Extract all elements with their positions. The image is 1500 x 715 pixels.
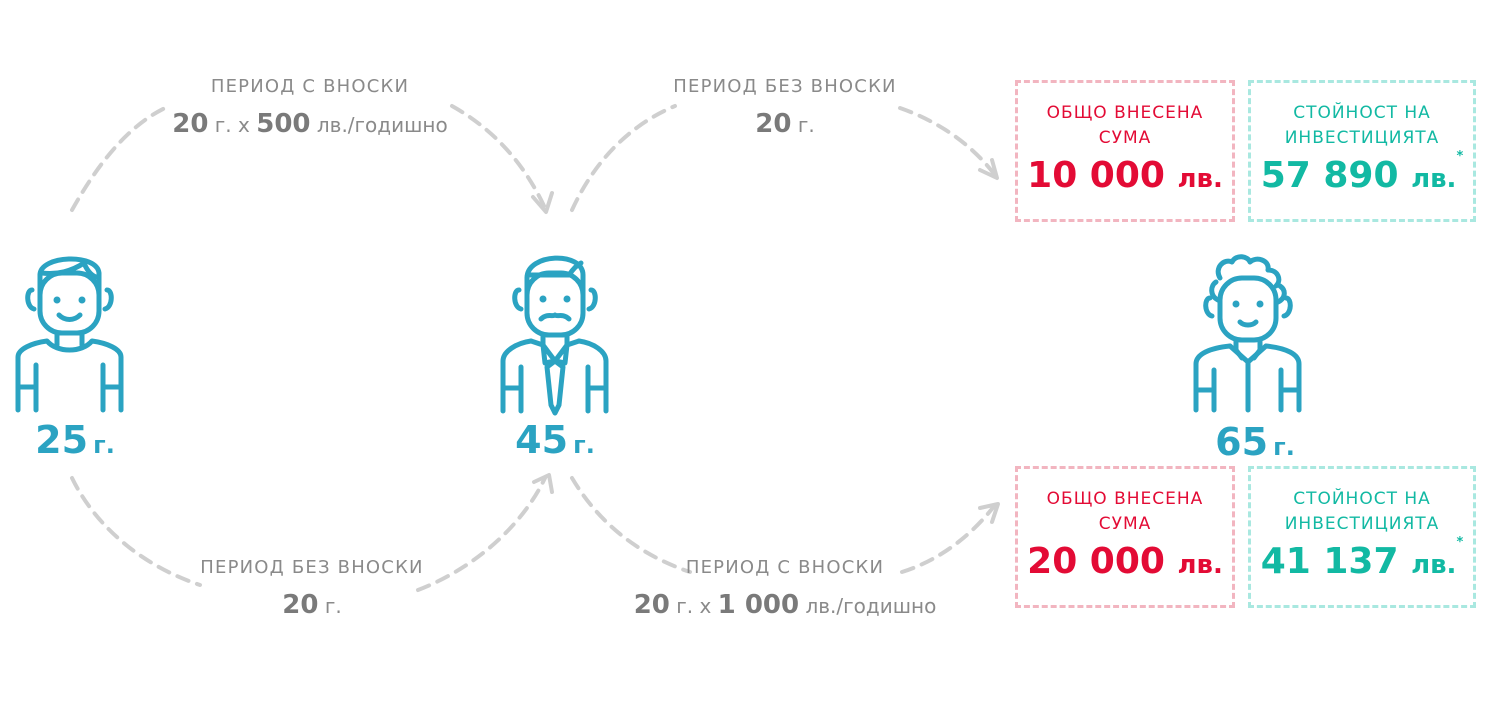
age-label-65: 65 г. (1185, 420, 1325, 464)
result-amount: 57 890 (1260, 155, 1399, 196)
result-currency: лв. (1177, 550, 1223, 580)
period-top-right: ПЕРИОД БЕЗ ВНОСКИ 20 г. (625, 76, 945, 139)
period-years: 20 (633, 590, 670, 620)
arc-top-right-1 (570, 104, 677, 212)
period-title: ПЕРИОД С ВНОСКИ (685, 557, 885, 578)
result-value: 57 890 лв.* (1251, 149, 1473, 196)
arrow-head-top-left (531, 191, 554, 214)
result-title-line1: СТОЙНОСТ НА (1293, 489, 1431, 509)
age-label-45: 45 г. (485, 418, 625, 462)
period-formula: 20 г. х 1 000 лв./годишно (625, 590, 945, 620)
age-number: 25 (35, 418, 89, 462)
period-amount: 500 (256, 109, 311, 139)
young-man-icon (12, 245, 127, 419)
arc-bottom-left-1 (70, 476, 202, 587)
arrow-head-bottom-right (978, 502, 1000, 524)
period-times: х (238, 113, 250, 137)
age-number: 65 (1215, 420, 1269, 464)
arc-top-right-2 (898, 106, 997, 177)
result-amount: 41 137 (1260, 541, 1399, 582)
result-currency: лв. (1411, 550, 1457, 580)
arrow-head-top-right (978, 158, 999, 180)
result-amount: 10 000 (1027, 155, 1165, 196)
period-title: ПЕРИОД БЕЗ ВНОСКИ (200, 557, 424, 578)
result-title: СТОЙНОСТ НА ИНВЕСТИЦИЯТА (1251, 487, 1473, 537)
result-title: ОБЩО ВНЕСЕНА СУМА (1018, 487, 1232, 537)
period-amount: 1 000 (717, 590, 800, 620)
age-unit: г. (1273, 433, 1295, 461)
period-years-unit: г. (797, 113, 815, 137)
period-title: ПЕРИОД БЕЗ ВНОСКИ (673, 76, 897, 97)
age-label-25: 25 г. (5, 418, 145, 462)
result-title-line1: ОБЩО ВНЕСЕНА (1046, 489, 1204, 509)
result-title: СТОЙНОСТ НА ИНВЕСТИЦИЯТА (1251, 101, 1473, 151)
footnote-asterisk: * (1456, 149, 1464, 164)
period-amount-unit: лв./годишно (316, 113, 448, 137)
result-title-line2: СУМА (1098, 514, 1152, 534)
period-amount-unit: лв./годишно (805, 594, 937, 618)
result-title-line1: ОБЩО ВНЕСЕНА (1046, 103, 1204, 123)
period-formula: 20 г. (625, 109, 945, 139)
age-unit: г. (93, 431, 115, 459)
period-formula: 20 г. (152, 590, 472, 620)
period-years: 20 (755, 109, 792, 139)
period-title: ПЕРИОД С ВНОСКИ (210, 76, 410, 97)
result-contributed-top: ОБЩО ВНЕСЕНА СУМА 10 000 лв. (1015, 80, 1235, 222)
result-amount: 20 000 (1027, 541, 1165, 582)
result-investment-bottom: СТОЙНОСТ НА ИНВЕСТИЦИЯТА 41 137 лв.* (1248, 466, 1476, 608)
period-formula: 20 г. х 500 лв./годишно (150, 109, 470, 139)
period-bottom-right: ПЕРИОД С ВНОСКИ 20 г. х 1 000 лв./годишн… (625, 557, 945, 620)
result-title-line2: СУМА (1098, 128, 1152, 148)
result-value: 20 000 лв. (1018, 541, 1232, 582)
arc-bottom-right-1 (570, 476, 692, 574)
result-value: 41 137 лв.* (1251, 535, 1473, 582)
elderly-man-icon (1190, 250, 1305, 419)
period-years-unit: г. (324, 594, 342, 618)
result-title-line2: ИНВЕСТИЦИЯТА (1284, 128, 1440, 148)
footnote-asterisk: * (1456, 535, 1464, 550)
period-years: 20 (172, 109, 209, 139)
period-years-unit: г. (676, 594, 694, 618)
result-investment-top: СТОЙНОСТ НА ИНВЕСТИЦИЯТА 57 890 лв.* (1248, 80, 1476, 222)
result-value: 10 000 лв. (1018, 155, 1232, 196)
result-currency: лв. (1411, 164, 1457, 194)
arc-top-left-2 (450, 104, 547, 210)
result-title-line1: СТОЙНОСТ НА (1293, 103, 1431, 123)
period-bottom-left: ПЕРИОД БЕЗ ВНОСКИ 20 г. (152, 557, 472, 620)
period-years-unit: г. (214, 113, 232, 137)
arrow-head-bottom-left (532, 473, 554, 494)
period-years: 20 (282, 590, 319, 620)
arc-bottom-right-2 (900, 503, 997, 574)
businessman-icon (497, 243, 612, 422)
result-currency: лв. (1177, 164, 1223, 194)
period-times: х (699, 594, 712, 618)
age-unit: г. (573, 431, 595, 459)
result-contributed-bottom: ОБЩО ВНЕСЕНА СУМА 20 000 лв. (1015, 466, 1235, 608)
arc-top-left-1 (70, 106, 167, 212)
period-top-left: ПЕРИОД С ВНОСКИ 20 г. х 500 лв./годишно (150, 76, 470, 139)
result-title: ОБЩО ВНЕСЕНА СУМА (1018, 101, 1232, 151)
age-number: 45 (515, 418, 569, 462)
arc-bottom-left-2 (416, 476, 547, 592)
result-title-line2: ИНВЕСТИЦИЯТА (1284, 514, 1440, 534)
